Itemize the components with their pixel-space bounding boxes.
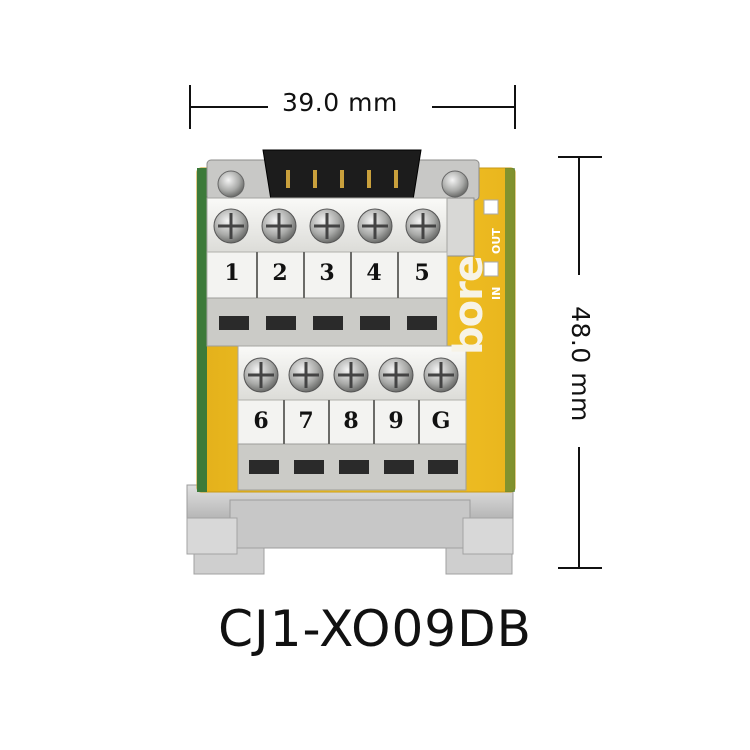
screw-icon bbox=[333, 357, 369, 393]
height-dimension-label: 48.0 mm bbox=[566, 288, 595, 440]
brand-logo-text: bore bbox=[446, 256, 492, 355]
model-number-label: CJ1-XO09DB bbox=[218, 600, 532, 658]
out-label: OUT bbox=[490, 228, 503, 254]
width-dimension-tick-right bbox=[514, 85, 516, 129]
terminal-label-2: 2 bbox=[272, 260, 288, 286]
width-dimension-line-left bbox=[190, 106, 268, 108]
screw-icon bbox=[357, 208, 393, 244]
screw-icon bbox=[243, 357, 279, 393]
screw-icon bbox=[378, 357, 414, 393]
screw-icon bbox=[309, 208, 345, 244]
terminal-label-1: 1 bbox=[224, 260, 240, 286]
terminal-label-9: 9 bbox=[388, 408, 404, 434]
height-dimension-line-top bbox=[578, 157, 580, 275]
in-label: IN bbox=[490, 286, 503, 300]
screw-icon bbox=[405, 208, 441, 244]
terminal-label-7: 7 bbox=[298, 408, 314, 434]
height-dimension-tick-bottom bbox=[558, 567, 602, 569]
db9-connector-icon bbox=[206, 149, 480, 201]
width-dimension-line-right bbox=[432, 106, 514, 108]
screw-icon bbox=[288, 357, 324, 393]
terminal-label-8: 8 bbox=[343, 408, 359, 434]
width-dimension-tick-left bbox=[189, 85, 191, 129]
terminal-label-g: G bbox=[431, 408, 451, 434]
terminal-label-6: 6 bbox=[253, 408, 269, 434]
screw-row-top bbox=[213, 208, 441, 244]
din-rail-base bbox=[186, 484, 514, 575]
terminal-label-5: 5 bbox=[414, 260, 430, 286]
width-dimension-label: 39.0 mm bbox=[276, 88, 404, 117]
terminal-label-3: 3 bbox=[319, 260, 335, 286]
screw-row-bottom bbox=[243, 357, 459, 393]
screw-icon bbox=[423, 357, 459, 393]
terminal-label-4: 4 bbox=[366, 260, 382, 286]
height-dimension-line-bottom bbox=[578, 447, 580, 567]
screw-icon bbox=[213, 208, 249, 244]
height-dimension-tick-top bbox=[558, 156, 602, 158]
screw-icon bbox=[261, 208, 297, 244]
